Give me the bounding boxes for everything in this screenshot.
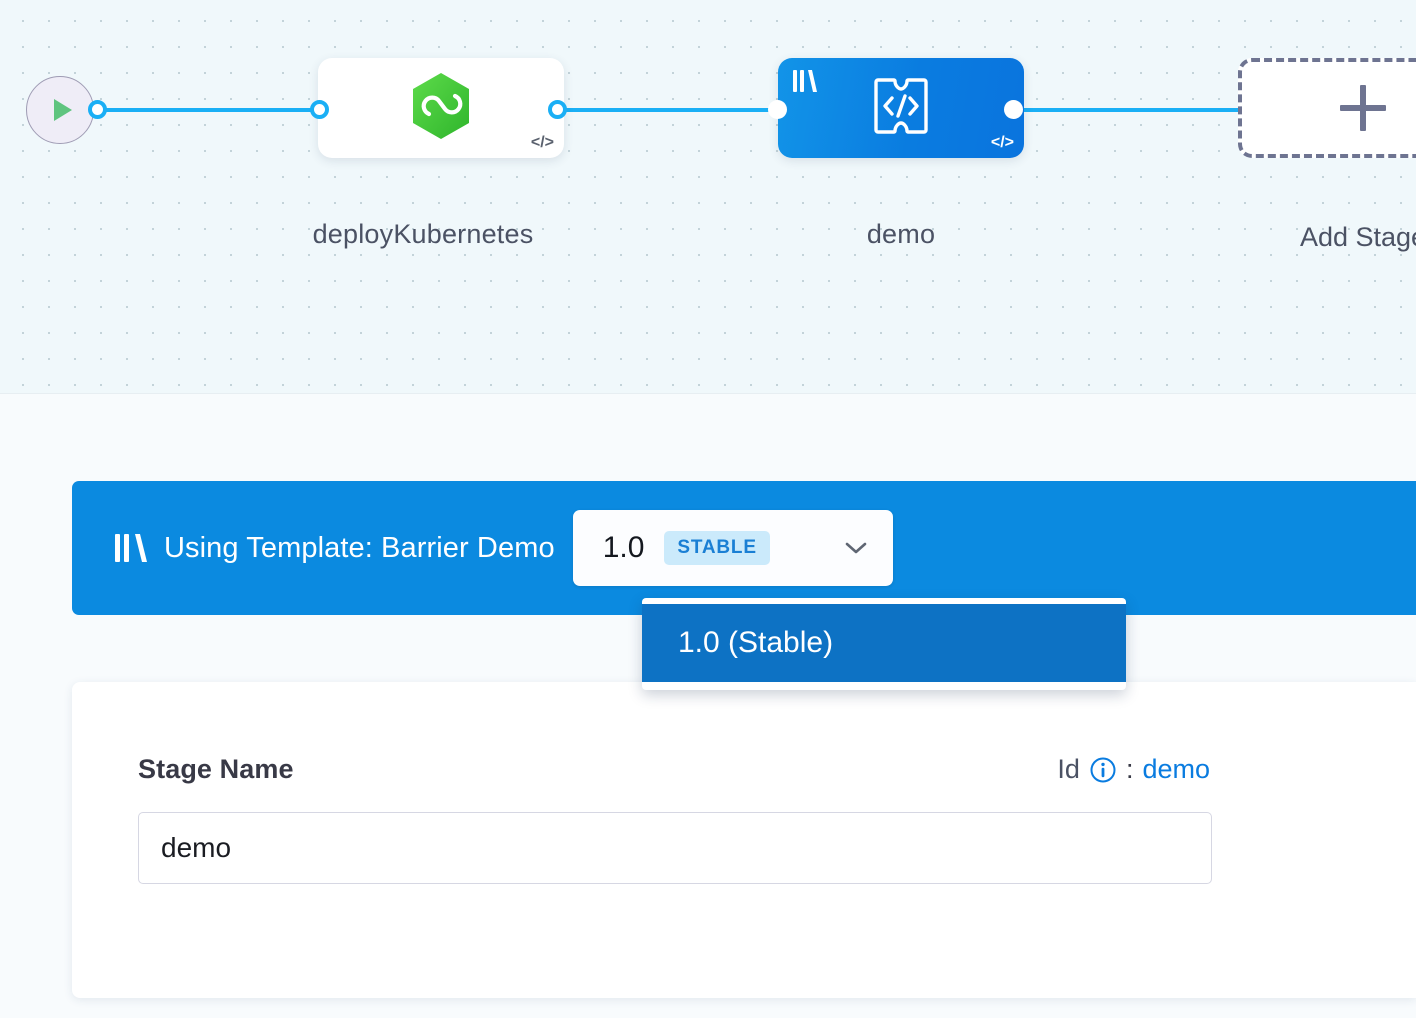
code-ribbon-icon: </> xyxy=(990,134,1014,151)
template-version-stable-badge: STABLE xyxy=(664,531,770,565)
stage2-input-port[interactable] xyxy=(768,100,787,119)
add-stage-label: Add Stage xyxy=(1299,222,1416,252)
template-library-icon xyxy=(114,530,148,566)
stage-card-demo[interactable]: </> xyxy=(778,58,1024,158)
stage-label-demo: demo xyxy=(866,219,936,249)
template-version-dropdown-menu[interactable]: 1.0 (Stable) xyxy=(642,598,1126,690)
stage-name-label: Stage Name xyxy=(138,754,294,784)
chevron-down-icon[interactable] xyxy=(841,538,871,558)
stage-label-deploykubernetes: deployKubernetes xyxy=(312,219,534,249)
pipeline-canvas[interactable]: </> deployKubernetes xyxy=(0,0,1416,394)
stage2-output-port[interactable] xyxy=(1004,100,1023,119)
stage-id-label: Id xyxy=(1057,754,1080,784)
harness-cd-hexagon-icon xyxy=(409,71,473,146)
stage-name-row: Stage Name Id : demo xyxy=(138,754,1210,785)
stage1-output-port[interactable] xyxy=(548,100,567,119)
start-node-output-port[interactable] xyxy=(88,100,107,119)
custom-stage-puzzle-code-icon xyxy=(870,74,932,143)
code-ribbon-icon: </> xyxy=(530,134,554,151)
connector-start-to-stage1 xyxy=(96,108,332,112)
using-template-banner: Using Template: Barrier Demo 1.0 STABLE xyxy=(72,481,1416,615)
stage-card-deploykubernetes[interactable]: </> xyxy=(318,58,564,158)
pipeline-start-node[interactable] xyxy=(26,76,94,144)
stage-name-input-value: demo xyxy=(161,832,232,863)
version-option-1-0-stable[interactable]: 1.0 (Stable) xyxy=(642,604,1126,682)
play-icon xyxy=(53,99,72,121)
template-version-selector[interactable]: 1.0 STABLE xyxy=(572,510,893,586)
stage-id-value[interactable]: demo xyxy=(1142,754,1210,784)
add-stage-button[interactable] xyxy=(1238,58,1416,158)
stage-name-input[interactable]: demo xyxy=(138,812,1212,884)
stage-id-display: Id : demo xyxy=(1057,754,1210,785)
plus-icon xyxy=(1340,85,1386,131)
connector-stage1-to-stage2 xyxy=(548,108,788,112)
template-library-icon xyxy=(792,68,818,101)
stage-id-separator: : xyxy=(1125,754,1134,784)
stage1-input-port[interactable] xyxy=(310,100,329,119)
connector-stage2-to-add xyxy=(1004,108,1254,112)
template-version-value: 1.0 xyxy=(602,531,645,564)
using-template-label: Using Template: Barrier Demo xyxy=(164,531,555,564)
info-circle-icon[interactable] xyxy=(1089,756,1117,784)
